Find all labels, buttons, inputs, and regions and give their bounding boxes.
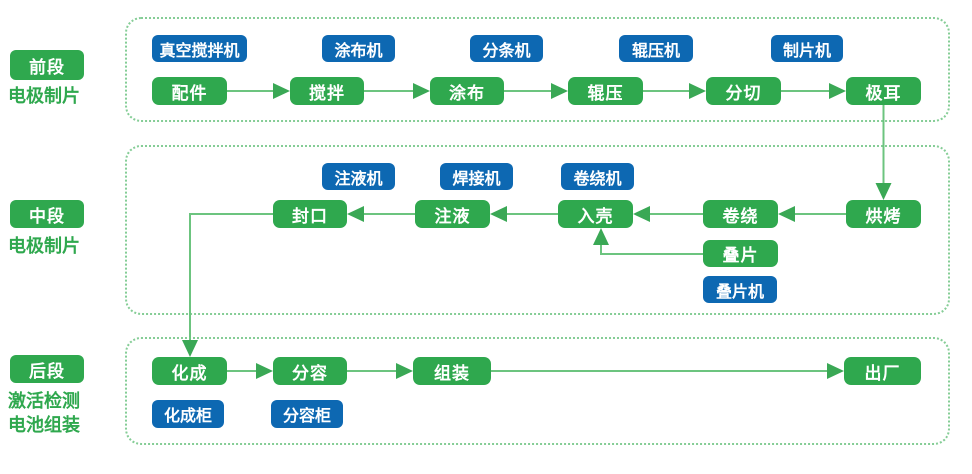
step-grading: 分容 <box>273 357 347 385</box>
back-section-tag: 后段 <box>10 355 84 383</box>
back-section-subtitle-line1: 激活检测 <box>8 391 80 411</box>
step-cutting: 分切 <box>706 77 781 105</box>
badge-grading-cabinet: 分容柜 <box>271 400 343 428</box>
badge-stacking-machine: 叠片机 <box>703 276 777 303</box>
badge-welding-machine: 焊接机 <box>440 163 513 190</box>
step-shipping: 出厂 <box>844 357 921 385</box>
badge-formation-cabinet: 化成柜 <box>152 400 224 428</box>
middle-section-tag: 中段 <box>10 200 84 228</box>
step-formation: 化成 <box>152 357 227 385</box>
badge-filling-machine: 注液机 <box>322 163 395 190</box>
badge-winding-machine: 卷绕机 <box>561 163 634 190</box>
badge-roller-press: 辊压机 <box>619 35 693 62</box>
back-section-subtitle-line2: 电池组装 <box>8 415 80 435</box>
step-sealing: 封口 <box>273 200 347 228</box>
step-rolling: 辊压 <box>568 77 643 105</box>
step-tab: 极耳 <box>846 77 921 105</box>
badge-vacuum-mixer: 真空搅拌机 <box>152 35 247 62</box>
step-stacking: 叠片 <box>703 240 778 267</box>
step-assembly: 组装 <box>413 357 491 385</box>
front-section-container <box>125 17 950 122</box>
middle-section-container <box>125 145 950 315</box>
step-casing: 入壳 <box>558 200 633 228</box>
badge-coater: 涂布机 <box>322 35 395 62</box>
step-mixing: 搅拌 <box>290 77 364 105</box>
step-baking: 烘烤 <box>846 200 921 228</box>
middle-section-subtitle: 电极制片 <box>8 236 80 256</box>
badge-slitter: 分条机 <box>470 35 543 62</box>
back-section-container <box>125 337 950 445</box>
badge-sheet-maker: 制片机 <box>771 35 843 62</box>
step-coating: 涂布 <box>430 77 504 105</box>
step-filling: 注液 <box>415 200 490 228</box>
front-section-subtitle: 电极制片 <box>8 86 80 106</box>
front-section-tag: 前段 <box>10 50 84 80</box>
step-parts: 配件 <box>152 77 227 105</box>
step-winding: 卷绕 <box>703 200 778 228</box>
